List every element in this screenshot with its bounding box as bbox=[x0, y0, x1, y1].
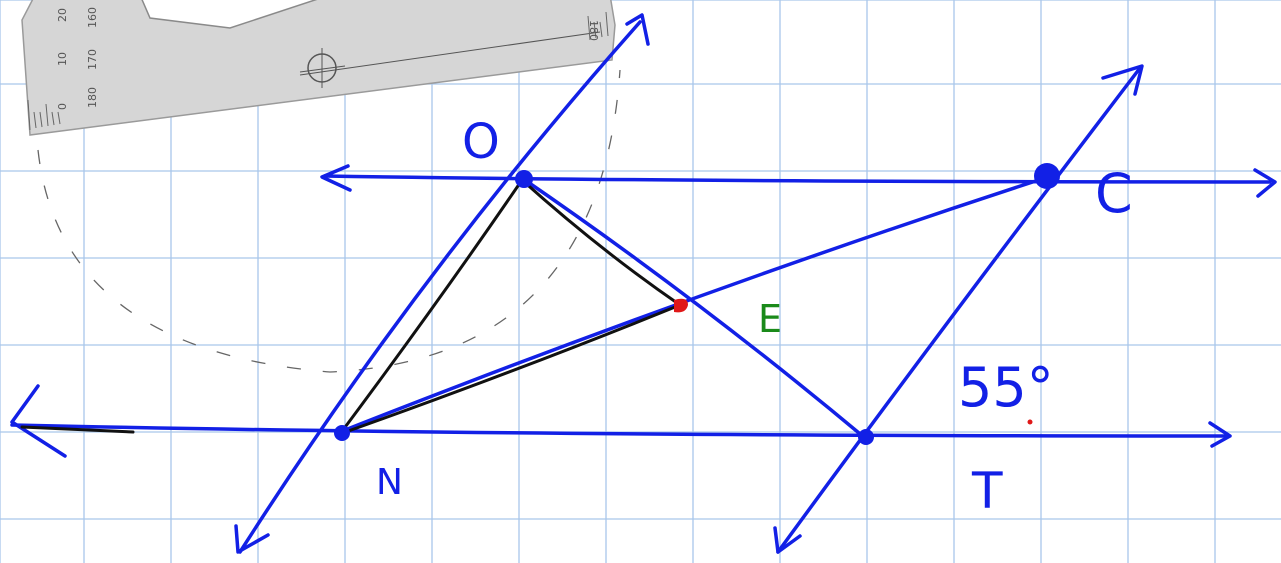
protractor-number: 20 bbox=[56, 8, 69, 22]
segment-OE bbox=[520, 178, 682, 307]
segment-NE bbox=[338, 303, 682, 436]
angle-label: 55° bbox=[958, 356, 1054, 419]
arrow-right-upper bbox=[1253, 168, 1277, 198]
label-N: N bbox=[376, 462, 403, 503]
triangle-NOE bbox=[20, 178, 682, 436]
label-C: C bbox=[1095, 162, 1133, 225]
protractor-number: 180 bbox=[587, 20, 600, 41]
protractor-scale-ticks bbox=[27, 11, 609, 131]
diagonal-OT bbox=[520, 176, 867, 440]
point-E bbox=[674, 298, 688, 313]
arrow-left-upper bbox=[320, 164, 352, 192]
arrow-up-NO bbox=[625, 13, 650, 46]
diagonal-NC bbox=[338, 176, 1047, 434]
arrow-up-TC bbox=[1101, 64, 1144, 96]
point-N bbox=[334, 425, 350, 441]
protractor-number: 180 bbox=[86, 87, 99, 108]
protractor: 180 170 160 10 20 0 180 bbox=[21, 0, 616, 136]
red-dot bbox=[1027, 419, 1033, 425]
protractor-baseline bbox=[299, 31, 601, 76]
blue-construction-lines bbox=[10, 13, 1277, 554]
label-O: O bbox=[462, 114, 500, 170]
segment-NO bbox=[338, 178, 524, 436]
point-C bbox=[1034, 163, 1060, 189]
protractor-number: 0 bbox=[56, 103, 69, 110]
protractor-number: 160 bbox=[86, 7, 99, 28]
arrow-left-lower bbox=[10, 384, 67, 458]
arrow-down-NO bbox=[234, 524, 270, 554]
point-O bbox=[515, 170, 533, 188]
arrow-right-lower bbox=[1208, 421, 1232, 448]
protractor-center-tick-h bbox=[299, 65, 346, 73]
arrow-down-TC bbox=[773, 526, 802, 554]
protractor-number: 10 bbox=[56, 52, 69, 66]
line-OC bbox=[323, 174, 1272, 184]
protractor-cutout bbox=[141, 0, 318, 29]
dashed-arc bbox=[37, 69, 621, 373]
line-NO bbox=[238, 20, 642, 554]
line-NT bbox=[10, 423, 1230, 438]
point-T bbox=[858, 429, 874, 445]
line-TC bbox=[776, 66, 1142, 554]
label-T: T bbox=[971, 462, 1003, 520]
protractor-number: 170 bbox=[86, 49, 99, 70]
label-E: E bbox=[758, 297, 782, 341]
black-mark-left bbox=[20, 425, 135, 434]
protractor-body bbox=[21, 0, 616, 136]
